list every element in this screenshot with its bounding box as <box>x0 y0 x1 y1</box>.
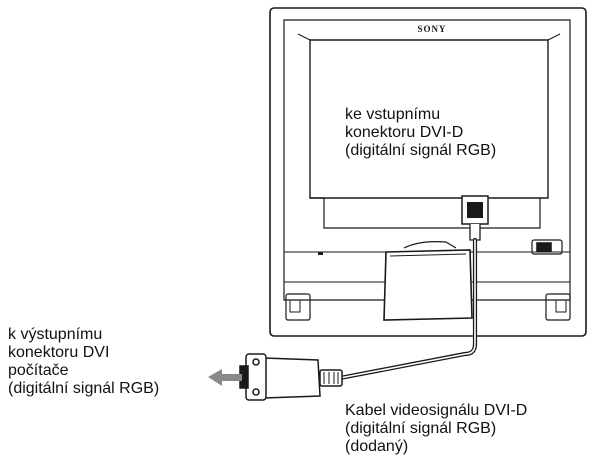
brand-logo: SONY <box>417 24 446 34</box>
computer-output-label-line3: počítače <box>8 362 69 379</box>
computer-output-label-line2: konektoru DVI <box>8 344 110 361</box>
cable-label-line2: (digitální signál RGB) <box>345 420 497 437</box>
input-connector-label-line1: ke vstupnímu <box>345 106 441 123</box>
monitor-rear <box>269 7 587 337</box>
arrow-left-icon <box>208 369 242 386</box>
computer-output-label-line4: (digitální signál RGB) <box>8 380 160 397</box>
cable-label-line3: (dodaný) <box>345 438 409 455</box>
monitor-stand <box>383 241 473 321</box>
computer-output-label-line1: k výstupnímu <box>8 326 103 343</box>
computer-output-label: k výstupnímu konektoru DVI počítače (dig… <box>8 326 159 398</box>
cable-label: Kabel videosignálu DVI-D (digitální sign… <box>345 402 527 456</box>
cable-label-line1: Kabel videosignálu DVI-D <box>345 402 528 419</box>
input-connector-label: ke vstupnímu konektoru DVI-D (digitální … <box>345 106 496 160</box>
dvi-d-input-connector <box>461 195 489 241</box>
input-connector-label-line3: (digitální signál RGB) <box>345 142 497 159</box>
dvi-plug <box>239 353 343 401</box>
input-connector-label-line2: konektoru DVI-D <box>345 124 464 141</box>
